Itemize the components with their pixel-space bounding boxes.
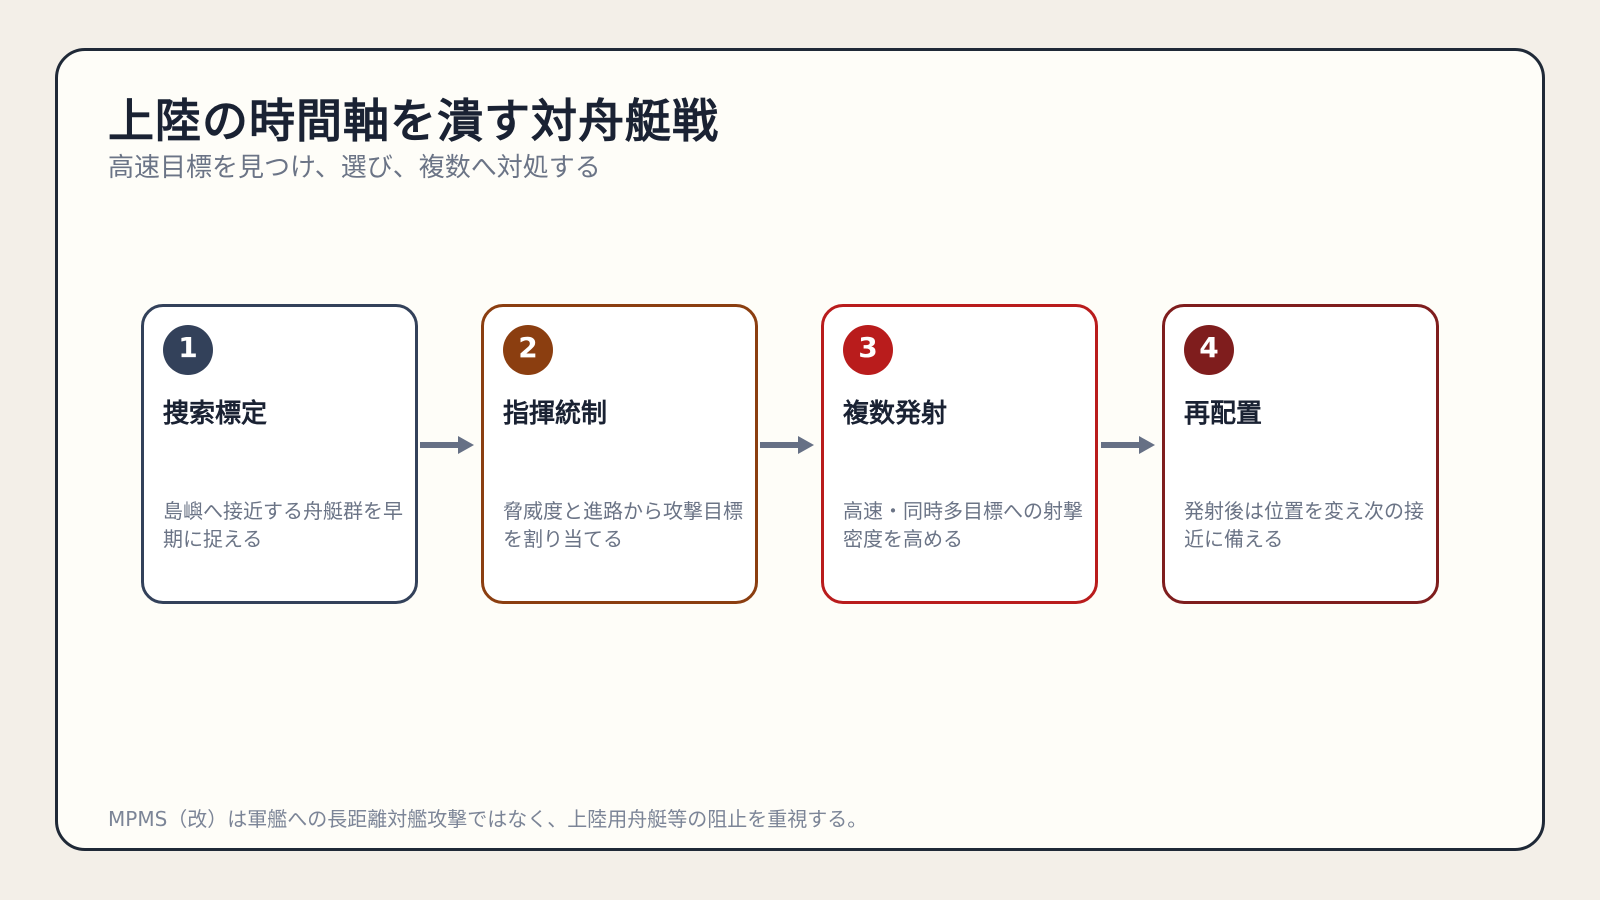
step-description: 高速・同時多目標への射撃密度を高める bbox=[843, 499, 1083, 551]
slide-frame: 上陸の時間軸を潰す対舟艇戦 高速目標を見つけ、選び、複数へ対処する 1 捜索標定… bbox=[55, 48, 1545, 851]
step-description: 発射後は位置を変え次の接近に備える bbox=[1184, 499, 1424, 551]
step-card-redeploy: 4 再配置 発射後は位置を変え次の接近に備える bbox=[1162, 304, 1439, 604]
step-title: 再配置 bbox=[1184, 399, 1263, 429]
step-card-launch: 3 複数発射 高速・同時多目標への射撃密度を高める bbox=[821, 304, 1098, 604]
arrow-right-icon bbox=[1101, 436, 1155, 454]
footnote: MPMS（改）は軍艦への長距離対艦攻撃ではなく、上陸用舟艇等の阻止を重視する。 bbox=[108, 807, 868, 831]
step-card-search: 1 捜索標定 島嶼へ接近する舟艇群を早期に捉える bbox=[141, 304, 418, 604]
step-description: 島嶼へ接近する舟艇群を早期に捉える bbox=[163, 499, 403, 551]
page-title: 上陸の時間軸を潰す対舟艇戦 bbox=[108, 94, 719, 148]
step-number-badge: 3 bbox=[843, 325, 893, 375]
step-title: 複数発射 bbox=[843, 399, 948, 429]
step-card-command: 2 指揮統制 脅威度と進路から攻撃目標を割り当てる bbox=[481, 304, 758, 604]
step-number-badge: 4 bbox=[1184, 325, 1234, 375]
step-number-badge: 2 bbox=[503, 325, 553, 375]
step-title: 捜索標定 bbox=[163, 399, 268, 429]
page-subtitle: 高速目標を見つけ、選び、複数へ対処する bbox=[108, 153, 601, 183]
step-number-badge: 1 bbox=[163, 325, 213, 375]
step-description: 脅威度と進路から攻撃目標を割り当てる bbox=[503, 499, 743, 551]
arrow-right-icon bbox=[420, 436, 474, 454]
step-title: 指揮統制 bbox=[503, 399, 608, 429]
arrow-right-icon bbox=[760, 436, 814, 454]
